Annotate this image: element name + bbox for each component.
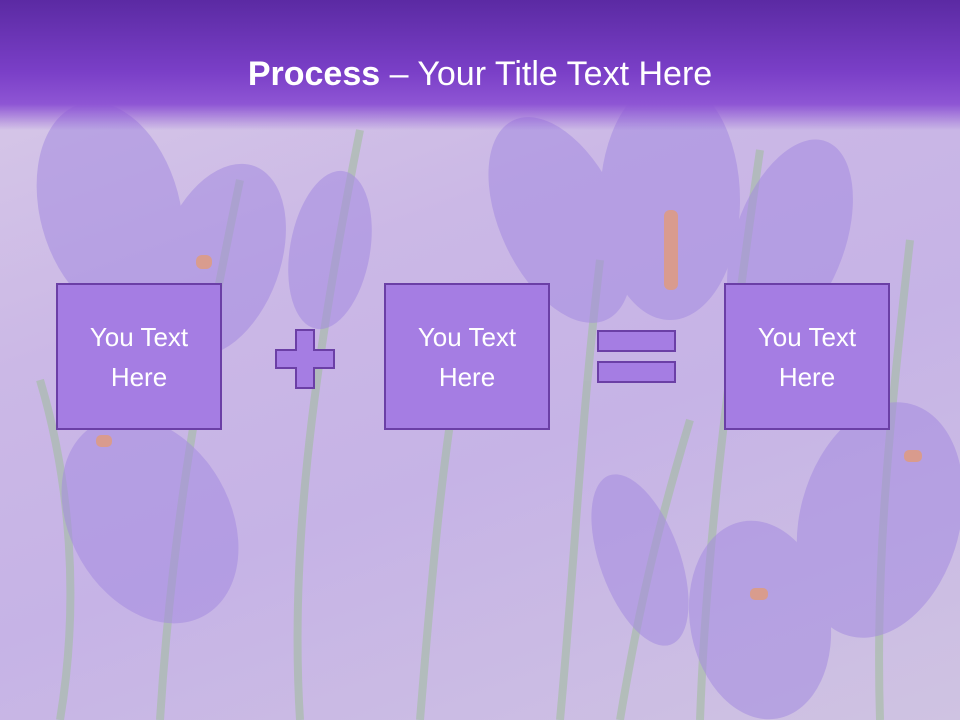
title-rest-part: – Your Title Text Here: [380, 55, 713, 93]
slide-title: Process – Your Title Text Here: [0, 52, 960, 96]
process-box-2-text: You Text Here: [417, 321, 517, 392]
process-box-3[interactable]: You Text Here: [724, 283, 890, 430]
plus-icon: [275, 329, 335, 389]
equals-icon: [597, 330, 676, 383]
title-bar: [0, 0, 960, 130]
process-box-2[interactable]: You Text Here: [384, 283, 550, 430]
process-box-1-text: You Text Here: [89, 321, 189, 392]
process-box-3-text: You Text Here: [757, 321, 857, 392]
title-bold-part: Process: [247, 55, 381, 93]
process-box-1[interactable]: You Text Here: [56, 283, 222, 430]
